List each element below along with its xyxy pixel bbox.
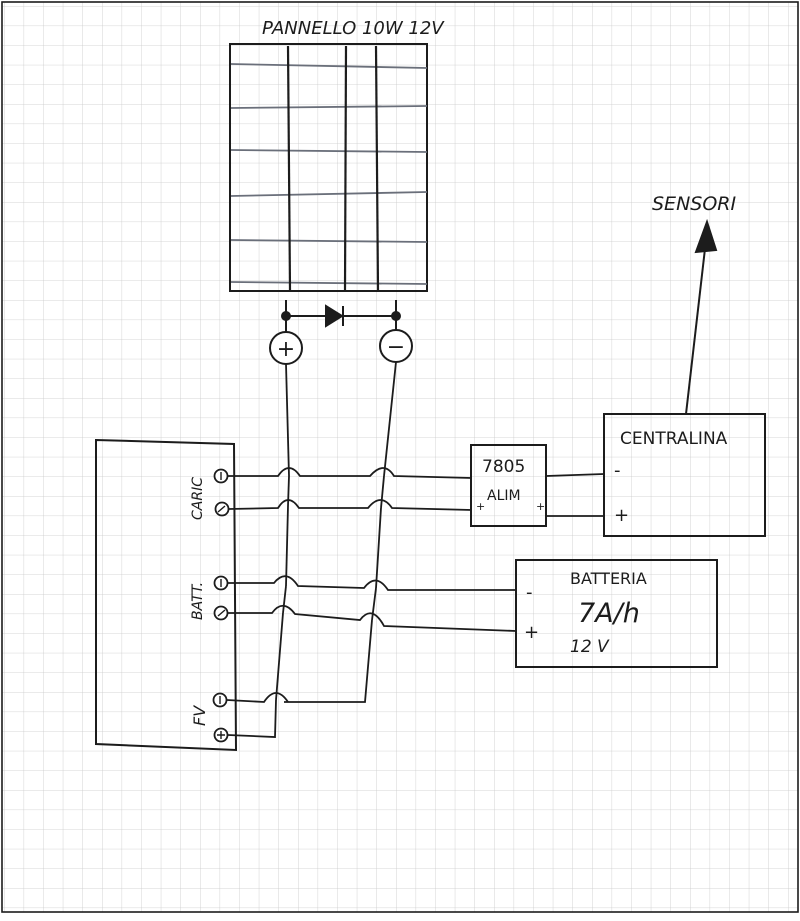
diode xyxy=(281,300,401,332)
sensors-label: SENSORI xyxy=(652,193,736,215)
panel-negative-terminal: − xyxy=(379,329,413,363)
battery-positive-sign: + xyxy=(524,622,539,643)
charge-controller: CARIC BATT. FV xyxy=(95,438,238,752)
controller-positive-sign: + xyxy=(614,505,629,526)
battery-box: BATTERIA 7A/h 12 V - + xyxy=(515,559,718,668)
regulator-positive-sign: + xyxy=(476,500,485,513)
panel-negative-sign: − xyxy=(387,335,405,360)
battery-title: BATTERIA xyxy=(570,569,647,588)
controller-label: CENTRALINA xyxy=(620,429,728,449)
panel-cell-lines xyxy=(230,45,428,291)
regulator-box: 7805 ALIM + + xyxy=(470,444,547,527)
controller-box: CENTRALINA - + xyxy=(603,413,766,537)
panel-positive-sign: + xyxy=(277,337,295,362)
charger-terminal-marks xyxy=(217,472,226,739)
charger-group-battery-label: BATT. xyxy=(190,582,206,620)
panel-frame xyxy=(229,43,428,292)
battery-negative-sign: - xyxy=(526,582,533,603)
sensors-arrow xyxy=(685,218,718,415)
solar-panel: PANNELLO 10W 12V xyxy=(229,18,445,292)
panel-positive-terminal: + xyxy=(269,331,303,365)
regulator-positive-sign-right: + xyxy=(536,500,545,513)
controller-negative-sign: - xyxy=(614,460,621,481)
panel-title: PANNELLO 10W 12V xyxy=(262,18,445,39)
charger-group-pv-label: FV xyxy=(190,705,209,726)
regulator-model-label: 7805 xyxy=(482,457,525,477)
wiring xyxy=(226,361,605,738)
battery-voltage: 12 V xyxy=(570,637,610,657)
charger-group-load-label: CARIC xyxy=(190,477,206,520)
regulator-sub-label: ALIM xyxy=(487,488,521,504)
battery-capacity: 7A/h xyxy=(578,598,640,629)
